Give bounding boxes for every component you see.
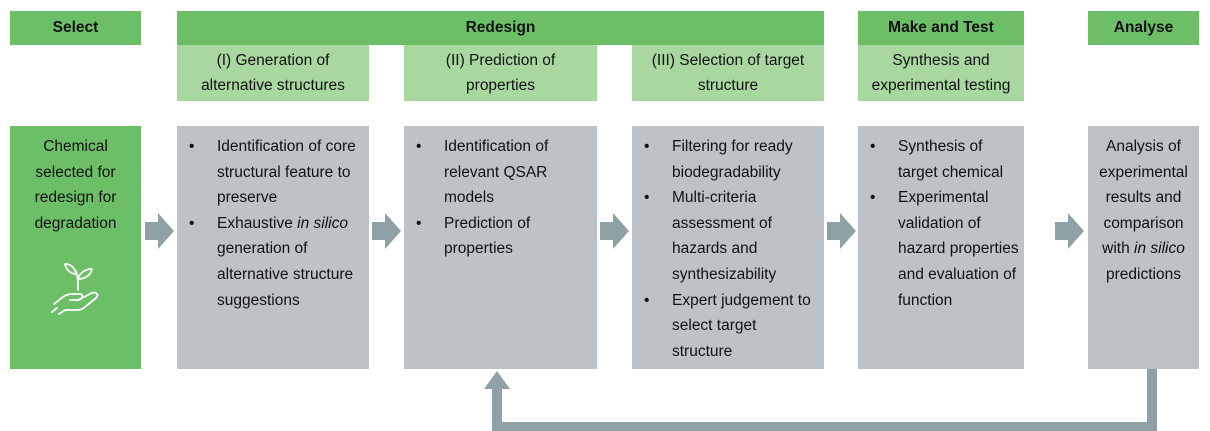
substep-prediction: (II) Prediction of properties (404, 45, 597, 101)
arrow-right-icon (145, 213, 174, 249)
prediction-list: Identification of relevant QSAR models P… (404, 126, 597, 262)
generation-list: Identification of core structural featur… (177, 126, 369, 313)
analyse-box-text: Analysis of experimental results and com… (1099, 138, 1188, 283)
stage-make-test-header: Make and Test (858, 11, 1024, 45)
select-box: Chemical selected for redesign for degra… (10, 126, 141, 369)
substep-selection-label: (III) Selection of target structure (651, 52, 805, 94)
stage-select-header: Select (10, 11, 141, 45)
stage-make-test-label: Make and Test (888, 19, 994, 36)
arrow-right-icon (1055, 213, 1084, 249)
synthesis-box: Synthesis of target chemical Experimenta… (858, 126, 1024, 369)
arrow-right-icon (372, 213, 401, 249)
list-item: Prediction of properties (404, 211, 557, 262)
list-item: Exhaustive in silico generation of alter… (177, 211, 369, 313)
substep-prediction-label: (II) Prediction of properties (445, 52, 556, 94)
synthesis-list: Synthesis of target chemical Experimenta… (858, 126, 1024, 313)
list-item: Synthesis of target chemical (858, 134, 1020, 185)
prediction-box: Identification of relevant QSAR models P… (404, 126, 597, 369)
analyse-box: Analysis of experimental results and com… (1088, 126, 1199, 369)
stage-analyse-label: Analyse (1113, 19, 1174, 36)
substep-selection: (III) Selection of target structure (632, 45, 824, 101)
list-item: Identification of core structural featur… (177, 134, 369, 211)
stage-redesign-label: Redesign (465, 19, 536, 36)
select-box-text: Chemical selected for redesign for degra… (34, 138, 117, 232)
substep-synthesis: Synthesis and experimental testing (858, 45, 1024, 101)
list-item: Identification of relevant QSAR models (404, 134, 557, 211)
list-item: Multi-criteria assessment of hazards and… (632, 185, 816, 287)
list-item: Expert judgement to select target struct… (632, 288, 816, 365)
stage-analyse-header: Analyse (1088, 11, 1199, 45)
plant-in-hand-icon (51, 260, 105, 316)
generation-box: Identification of core structural featur… (177, 126, 369, 369)
list-item: Filtering for ready biodegradability (632, 134, 816, 185)
substep-generation: (I) Generation of alternative structures (177, 45, 369, 101)
selection-box: Filtering for ready biodegradability Mul… (632, 126, 824, 369)
arrow-right-icon (827, 213, 856, 249)
list-item: Experimental validation of hazard proper… (858, 185, 1020, 313)
stage-redesign-header: Redesign (177, 11, 824, 45)
substep-synthesis-label: Synthesis and experimental testing (871, 52, 1011, 94)
arrow-right-icon (600, 213, 629, 249)
stage-select-label: Select (52, 19, 99, 36)
substep-generation-label: (I) Generation of alternative structures (201, 52, 345, 94)
selection-list: Filtering for ready biodegradability Mul… (632, 126, 824, 364)
